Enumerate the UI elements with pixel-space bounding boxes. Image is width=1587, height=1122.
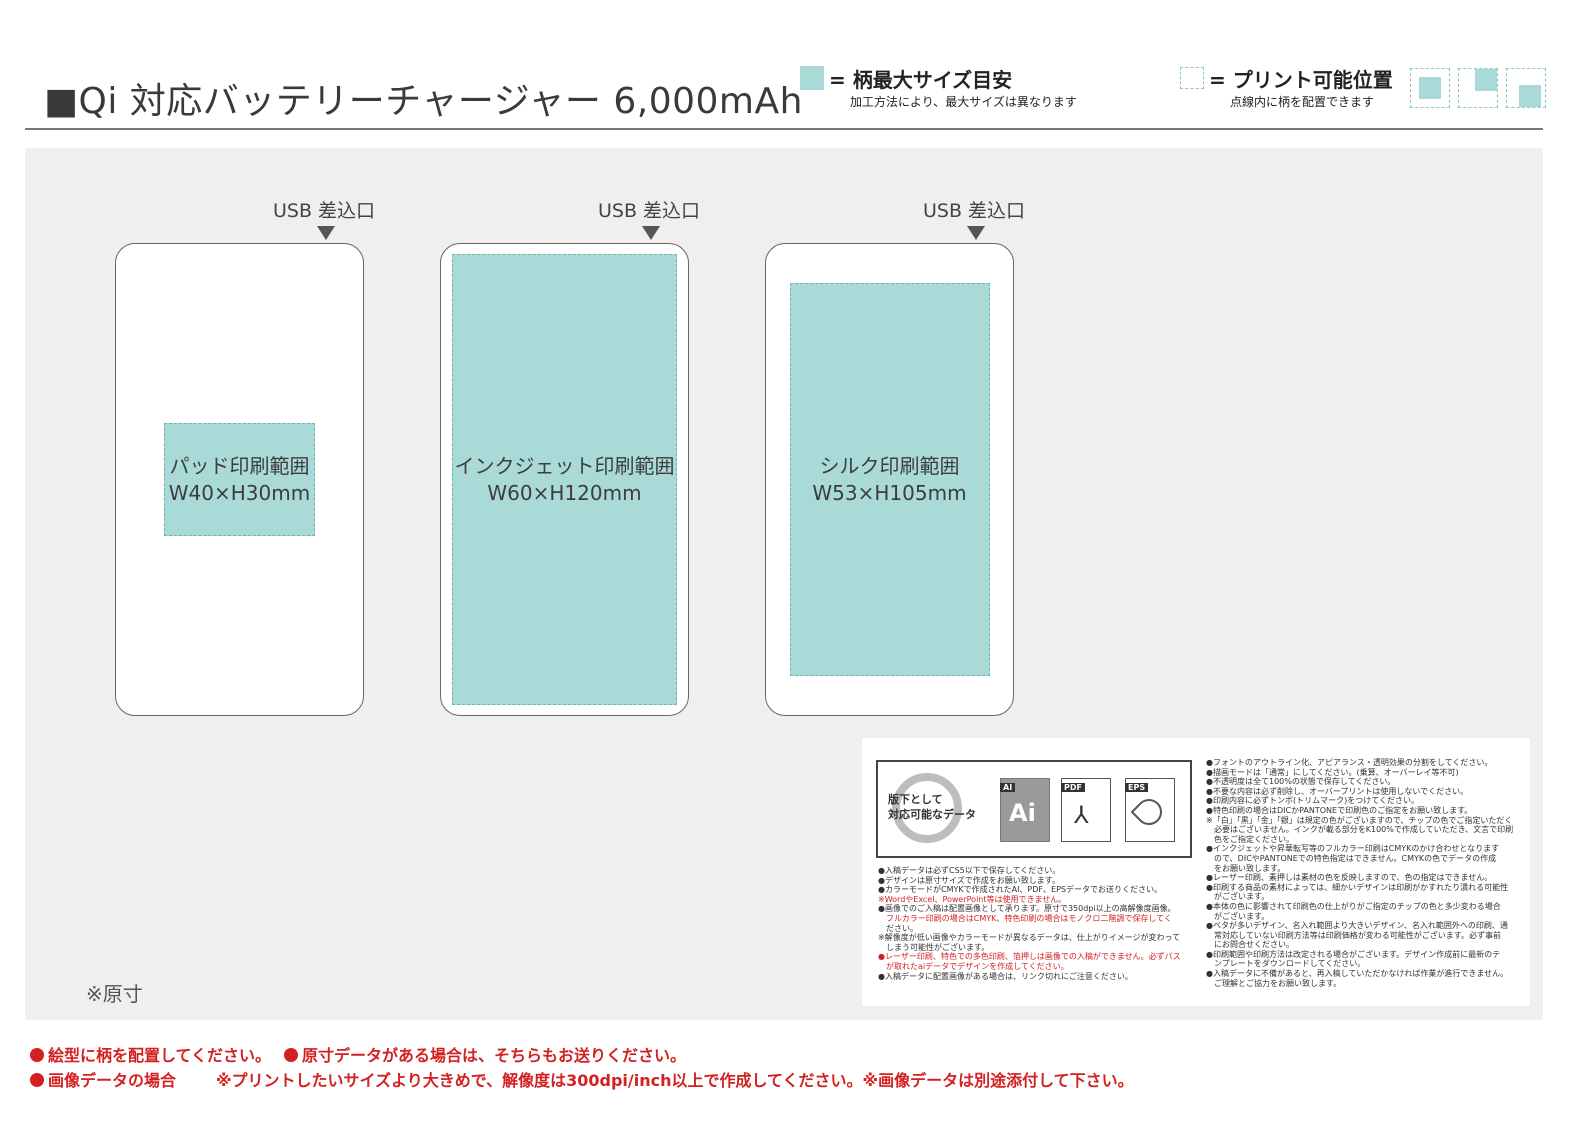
- usb-port-label: USB 差込口: [923, 200, 1026, 222]
- red-dot-icon: [30, 1073, 44, 1087]
- guideline-item: にお問合せください。: [1206, 940, 1294, 950]
- print-area-pad-label: パッド印刷範囲 W40×H30mm: [115, 453, 364, 507]
- guideline-item: しまう可能性がございます。: [878, 942, 990, 952]
- ai-file-icon: AI Ai: [1000, 778, 1050, 842]
- guideline-item: フルカラー印刷の場合はCMYK、特色印刷の場合はモノクロ二階調で保存してく: [878, 913, 1172, 923]
- guideline-item: ●不要な内容は必ず削除し、オーバープリントは使用しないでください。: [1206, 786, 1469, 796]
- guideline-item: ●インクジェットや昇華転写等のフルカラー印刷はCMYKのかけ合わせとなります: [1206, 844, 1500, 854]
- guideline-item: が取れたaiデータでデザインを作成してください。: [878, 961, 1069, 971]
- guideline-item: がございます。: [1206, 892, 1270, 902]
- footer-image-data-note: ※プリントしたいサイズより大きめで、解像度は300dpi/inch以上で作成して…: [216, 1071, 1134, 1090]
- guideline-item: ●描画モードは「通常」にしてください。(乗算、オーバーレイ等不可): [1206, 767, 1459, 777]
- usb-port-arrow-icon: [317, 226, 335, 240]
- red-dot-icon: [30, 1048, 44, 1062]
- guideline-item: ●フォントのアウトライン化、アピアランス・透明効果の分割をしてください。: [1206, 758, 1493, 767]
- area-size: W40×H30mm: [168, 481, 311, 505]
- legend-max-note: 加工方法により、最大サイズは異なります: [850, 95, 1077, 109]
- guideline-item: ●入稿データに配置画像がある場合は、リンク切れにご注意ください。: [878, 971, 1133, 981]
- guideline-item: ●カラーモードがCMYKで作成されたAI、PDF、EPSデータでお送りください。: [878, 885, 1162, 895]
- guideline-item: ●本体の色に影響されて印刷色の仕上がりがご指定のチップの色と多少変わる場合: [1206, 901, 1501, 911]
- area-size: W60×H120mm: [487, 481, 642, 505]
- guideline-item: ●特色印刷の場合はDICかPANTONEで印刷色のご指定をお願い致します。: [1206, 805, 1473, 815]
- guideline-item: ●印刷内容に必ずトンボ(トリムマーク)をつけてください。: [1206, 796, 1419, 806]
- guideline-item: ●入稿データは必ずCS5以下で保存してください。: [878, 866, 1061, 875]
- actual-size-note: ※原寸: [86, 982, 143, 1006]
- guideline-item: ●印刷範囲や印刷方法は改定される場合がございます。デザイン作成前に最新のテ: [1206, 949, 1501, 959]
- guideline-item: ご理解とご協力をお願い致します。: [1206, 978, 1342, 988]
- usb-port-arrow-icon: [967, 226, 985, 240]
- guideline-item: ※「白」「黒」「金」「銀」は規定の色がございますので、チップの色でご指定いただく: [1206, 815, 1513, 825]
- guidelines-left-list: ●入稿データは必ずCS5以下で保存してください。●デザインは原寸サイズで作成をお…: [878, 866, 1196, 981]
- guideline-item: ンプレートをダウンロードしてください。: [1206, 959, 1366, 969]
- placement-example-top: [1458, 68, 1498, 108]
- guideline-item: ※WordやExcel、PowerPoint等は使用できません。: [878, 894, 1067, 904]
- guideline-item: 色をご指定ください。: [1206, 834, 1294, 844]
- usb-port-arrow-icon: [642, 226, 660, 240]
- area-name: シルク印刷範囲: [819, 454, 960, 478]
- area-name: インクジェット印刷範囲: [454, 454, 675, 478]
- print-area-pad[interactable]: [164, 423, 315, 536]
- usb-port-label: USB 差込口: [273, 200, 376, 222]
- guideline-item: ●レーザー印刷、特色での多色印刷、箔押しは画像での入稿ができません。必ずパス: [878, 952, 1181, 962]
- area-size: W53×H105mm: [812, 481, 967, 505]
- guideline-item: ●不透明度は全て100%の状態で保存してください。: [1206, 777, 1396, 787]
- legend-position-note: 点線内に柄を配置できます: [1230, 95, 1375, 109]
- guideline-item: ので、DICやPANTONEでの特色指定はできません。CMYKの色でデータの作成: [1206, 853, 1497, 863]
- guideline-item: ●入稿データに不備があると、再入稿していただかなければ作業が進行できません。: [1206, 969, 1509, 979]
- eps-file-icon: EPS: [1125, 778, 1175, 842]
- print-area-silk-label: シルク印刷範囲 W53×H105mm: [765, 453, 1014, 507]
- guideline-item: 常対応していない印刷方法等は印刷価格が変わる可能性がございます。必ず事前: [1206, 930, 1501, 940]
- placement-example-center: [1410, 68, 1450, 108]
- placement-example-bottom: [1506, 68, 1546, 108]
- print-area-inkjet[interactable]: [452, 254, 677, 705]
- print-area-silk[interactable]: [790, 283, 990, 676]
- guideline-item: 必要はございません。インクが載る部分をK100%で作成していただき、文言で印刷: [1206, 825, 1514, 835]
- supported-formats-label: 版下として 対応可能なデータ: [888, 793, 976, 821]
- guideline-item: ●レーザー印刷、素押しは素材の色を反映しますので、色の指定はできません。: [1206, 873, 1493, 883]
- footer-instruction-2: 原寸データがある場合は、そちらもお送りください。: [284, 1042, 686, 1066]
- footer-instruction-1: 絵型に柄を配置してください。: [30, 1042, 271, 1066]
- guideline-item: ※解像度が低い画像やカラーモードが異なるデータは、仕上がりイメージが変わって: [878, 933, 1181, 943]
- print-area-inkjet-label: インクジェット印刷範囲 W60×H120mm: [440, 453, 689, 507]
- max-size-swatch: [800, 66, 824, 90]
- usb-port-label: USB 差込口: [598, 200, 701, 222]
- guideline-item: ●画像でのご入稿は配置画像として承ります。原寸で350dpi以上の高解像度画像。: [878, 904, 1176, 914]
- legend-position-label: = プリント可能位置: [1209, 68, 1393, 92]
- title-divider: [25, 128, 1543, 130]
- pdf-file-icon: PDF ⅄: [1061, 778, 1111, 842]
- guideline-item: ださい。: [878, 923, 918, 933]
- area-name: パッド印刷範囲: [169, 454, 310, 478]
- guidelines-right-list: ●フォントのアウトライン化、アピアランス・透明効果の分割をしてください。●描画モ…: [1206, 758, 1524, 988]
- print-position-dashed-box: [1180, 67, 1204, 89]
- red-dot-icon: [284, 1048, 298, 1062]
- guideline-item: ●ベタが多いデザイン、名入れ範囲より大きいデザイン、名入れ範囲外への印刷、通: [1206, 921, 1508, 931]
- legend-max-label: = 柄最大サイズ目安: [829, 68, 1013, 92]
- page-title: ■Qi 対応バッテリーチャージャー 6,000mAh: [44, 81, 803, 122]
- guideline-item: ●印刷する商品の素材によっては、細かいデザインは印刷がかすれたり潰れる可能性: [1206, 882, 1509, 892]
- ok-circle-icon: [892, 773, 962, 843]
- guideline-item: をお願い致します。: [1206, 863, 1286, 873]
- guideline-item: ●デザインは原寸サイズで作成をお願い致します。: [878, 875, 1060, 885]
- guideline-item: がございます。: [1206, 911, 1270, 921]
- footer-image-data-label: 画像データの場合: [30, 1067, 176, 1091]
